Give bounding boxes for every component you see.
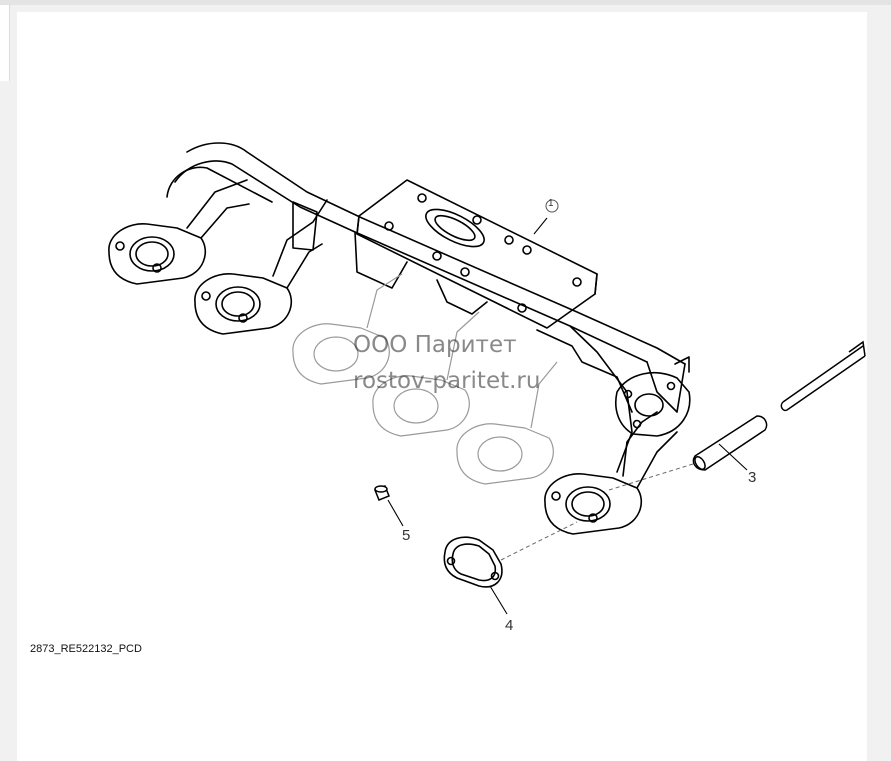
drawing-code-label: 2873_RE522132_PCD bbox=[30, 643, 142, 655]
watermark-company: ООО Паритет bbox=[353, 332, 517, 358]
manifold-body bbox=[166, 142, 686, 473]
end-outlet-flange bbox=[615, 356, 691, 437]
port-flange-1 bbox=[108, 179, 250, 285]
callout-5: 5 bbox=[402, 527, 411, 544]
leader-lines bbox=[387, 217, 748, 615]
watermark-site: rostov-paritet.ru bbox=[353, 368, 541, 394]
port-flange-6 bbox=[544, 411, 678, 535]
top-strip bbox=[0, 0, 891, 5]
assembly-lines bbox=[500, 463, 694, 561]
callout-1: 1 bbox=[548, 198, 554, 209]
gasket bbox=[443, 536, 503, 588]
ghosted-ports bbox=[292, 273, 558, 485]
parts-diagram-panel: 1 3 4 5 ООО Паритет rostov-paritet.ru 28… bbox=[17, 12, 867, 761]
flange-plate bbox=[356, 179, 598, 329]
callout-1-circle bbox=[545, 199, 559, 213]
exhaust-manifold-drawing bbox=[108, 142, 866, 615]
left-side-tab bbox=[0, 5, 10, 81]
nut bbox=[374, 485, 390, 501]
port-flange-2 bbox=[194, 199, 328, 335]
sleeve-and-stud bbox=[692, 340, 866, 471]
callout-4: 4 bbox=[505, 617, 514, 634]
callout-3: 3 bbox=[748, 469, 757, 486]
